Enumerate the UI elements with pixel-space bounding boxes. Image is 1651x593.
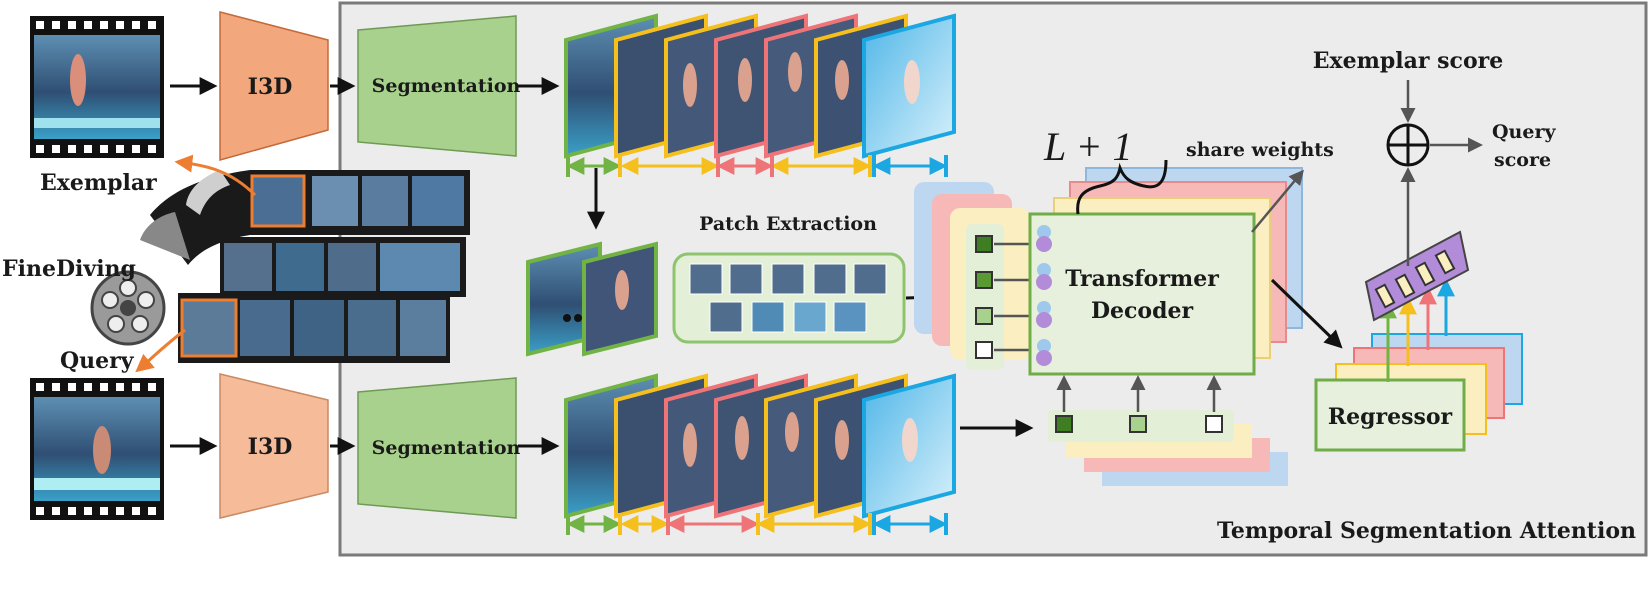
attention-dots: [1036, 225, 1052, 366]
score-token-bar: [1364, 230, 1470, 322]
memory-token-stack: [1048, 410, 1288, 486]
regressor-box: [1314, 378, 1466, 452]
segmentation-block-bottom: [357, 377, 517, 519]
query-score-label-line2: score: [1494, 149, 1551, 171]
query-label: Query: [60, 348, 135, 374]
i3d-label-bottom: I3D: [248, 434, 293, 460]
finediving-label: FineDiving: [2, 256, 136, 282]
transformer-label-line2: Decoder: [1091, 298, 1194, 324]
i3d-block-bottom: [219, 373, 329, 519]
exemplar-film-strip-icon: [30, 16, 164, 158]
layer-brace: [1076, 159, 1168, 215]
share-weights-label: share weights: [1186, 139, 1334, 161]
query-token-stack: [914, 182, 1030, 370]
regressor-label: Regressor: [1328, 404, 1453, 430]
query-frame-stack: [564, 373, 956, 519]
circled-plus-icon: [1386, 123, 1430, 167]
exemplar-label: Exemplar: [40, 170, 157, 196]
dataset-film-strip-icon: [140, 170, 470, 363]
arrow-decoder-to-regressor: [1270, 278, 1343, 349]
segmentation-label-top: Segmentation: [372, 75, 521, 97]
patch-extraction-label: Patch Extraction: [699, 213, 877, 235]
exemplar-orange-arrow: [174, 154, 257, 197]
transformer-decoder-box: [1028, 212, 1256, 376]
exemplar-score-label: Exemplar score: [1313, 48, 1503, 74]
film-reel-icon: [90, 270, 166, 346]
exemplar-frame-stack: [564, 13, 956, 159]
query-orange-arrow: [135, 328, 186, 373]
i3d-block-top: [219, 11, 329, 161]
query-film-strip-icon: [30, 378, 164, 520]
exemplar-segment-arrows: [566, 155, 948, 177]
l-plus-one-label: L + 1: [1043, 124, 1133, 169]
query-segment-arrows: [566, 513, 948, 535]
segmentation-label-bottom: Segmentation: [372, 437, 521, 459]
segmentation-block-top: [357, 15, 517, 157]
query-score-label-line1: Query: [1492, 121, 1556, 143]
regressor-stack: [1314, 333, 1523, 452]
i3d-label-top: I3D: [248, 74, 293, 100]
transformer-decoder-stack: [1028, 167, 1303, 376]
panel-caption: Temporal Segmentation Attention: [1217, 518, 1636, 544]
transformer-label-line1: Transformer: [1065, 266, 1219, 292]
selected-frames: [526, 241, 658, 357]
share-weights-pointer: [1251, 169, 1304, 233]
patch-grid: [689, 263, 887, 333]
